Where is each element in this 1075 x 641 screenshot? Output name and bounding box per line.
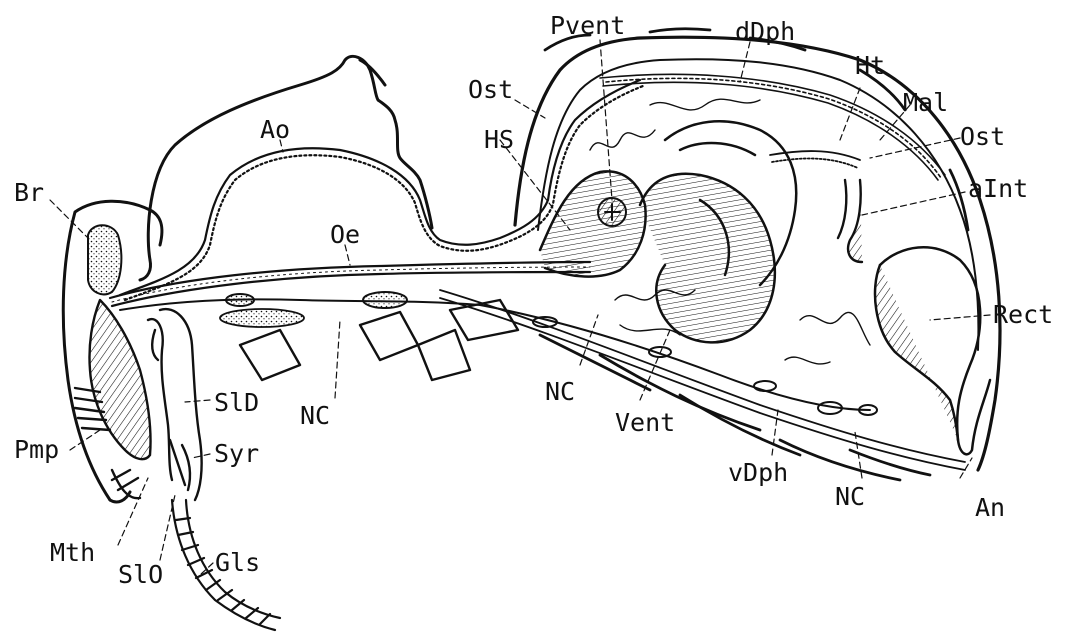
label-salivary-opening: SlO (118, 562, 163, 587)
label-proventriculus: Pvent (550, 13, 625, 38)
label-ventriculus: Vent (615, 410, 675, 435)
label-malpighian-tubules: Mal (903, 90, 948, 115)
salivary-glands (220, 309, 304, 327)
label-oesophagus: Oe (330, 222, 360, 247)
pharyngeal-pump (75, 300, 151, 498)
label-anus: An (975, 495, 1005, 520)
label-salivary-duct: SlD (214, 390, 259, 415)
label-pharyngeal-pump: Pmp (14, 437, 59, 462)
label-aorta: Ao (260, 117, 290, 142)
label-honey-stomach: HS (484, 127, 514, 152)
mouthparts (148, 309, 202, 500)
label-rectum: Rect (993, 302, 1053, 327)
label-ostium-right: Ost (960, 124, 1005, 149)
label-syringe: Syr (214, 441, 259, 466)
label-brain: Br (14, 180, 44, 205)
label-glossa: Gls (215, 550, 260, 575)
rectum (875, 247, 990, 454)
label-nerve-cord-left: NC (300, 403, 330, 428)
label-ventral-diaphragm: vDph (728, 460, 788, 485)
label-heart: Ht (855, 53, 885, 78)
label-dorsal-diaphragm: dDph (735, 19, 795, 44)
dorsal-diaphragm (600, 74, 945, 180)
label-nerve-cord-right: NC (835, 484, 865, 509)
anterior-intestine (838, 180, 862, 262)
thorax-outline (140, 56, 432, 280)
label-ostium-upper: Ost (468, 77, 513, 102)
label-anterior-intestine: aInt (968, 176, 1028, 201)
label-mouth: Mth (50, 540, 95, 565)
proventriculus (598, 198, 626, 226)
heart (770, 151, 860, 168)
label-nerve-cord-mid: NC (545, 379, 575, 404)
brain (88, 225, 121, 294)
